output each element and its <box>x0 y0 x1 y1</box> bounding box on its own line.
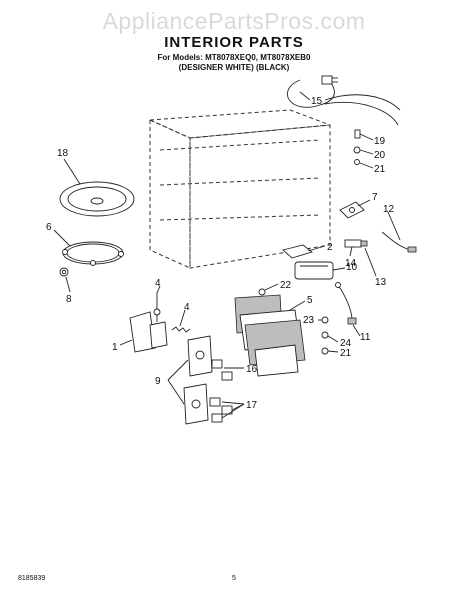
waveguide-cover <box>234 294 306 377</box>
callout-20: 19 <box>374 136 386 147</box>
screw <box>153 292 161 322</box>
nut-washer-set <box>321 316 329 355</box>
leader-lines <box>53 91 401 419</box>
oven-cavity <box>149 109 331 269</box>
callout-25: 24 <box>340 338 352 349</box>
coupler <box>59 267 69 277</box>
callout-21: 20 <box>374 150 386 161</box>
model-variants: (DESIGNER WHITE) (BLACK) <box>178 63 290 72</box>
callout-10: 9 <box>155 376 161 387</box>
power-cord <box>287 75 401 126</box>
callout-12: 11 <box>360 332 371 343</box>
interlock-switch-lower <box>183 383 209 425</box>
callout-2: 2 <box>327 242 333 253</box>
callout-22b: 21 <box>340 348 352 359</box>
diode <box>335 282 357 325</box>
callout-19: 18 <box>57 148 69 159</box>
switch-actuator <box>211 359 233 381</box>
callout-24: 23 <box>303 315 315 326</box>
latch-bracket <box>129 311 168 353</box>
interlock-switch-upper <box>187 335 213 377</box>
callout-13: 12 <box>383 204 395 215</box>
callout-17: 16 <box>246 364 258 375</box>
callout-22: 21 <box>374 164 386 175</box>
callout-8: 7 <box>372 192 378 203</box>
callout-5: 4 <box>155 278 161 289</box>
roller-ring <box>62 241 124 266</box>
callout-4: 4 <box>184 302 190 313</box>
screw-washer-set <box>353 129 361 165</box>
thermal-fuse <box>344 239 368 248</box>
callout-1: 1 <box>112 342 118 353</box>
callout-9: 8 <box>66 294 72 305</box>
watermark-text: AppliancePartsPros.com <box>102 8 366 34</box>
capacitor-bracket <box>282 244 313 259</box>
page-number: 5 <box>232 575 236 582</box>
callout-11: 10 <box>346 262 358 273</box>
capacitor <box>294 261 334 280</box>
callout-16: 15 <box>311 96 323 107</box>
latch-spring <box>171 326 191 333</box>
callout-6: 5 <box>307 295 313 306</box>
callout-7: 6 <box>46 222 52 233</box>
callout-18: 17 <box>246 400 258 411</box>
screw <box>258 288 266 296</box>
page-title: INTERIOR PARTS <box>164 34 304 51</box>
callout-14: 13 <box>375 277 387 288</box>
model-numbers: For Models: MT8078XEQ0, MT8078XEB0 <box>157 53 311 62</box>
sensor-wire <box>381 231 417 253</box>
turntable-glass <box>59 181 135 217</box>
callout-23: 22 <box>280 280 292 291</box>
switch-actuator-set <box>209 397 233 423</box>
callout-15: 14 <box>345 258 357 269</box>
document-number: 8185839 <box>18 575 46 582</box>
